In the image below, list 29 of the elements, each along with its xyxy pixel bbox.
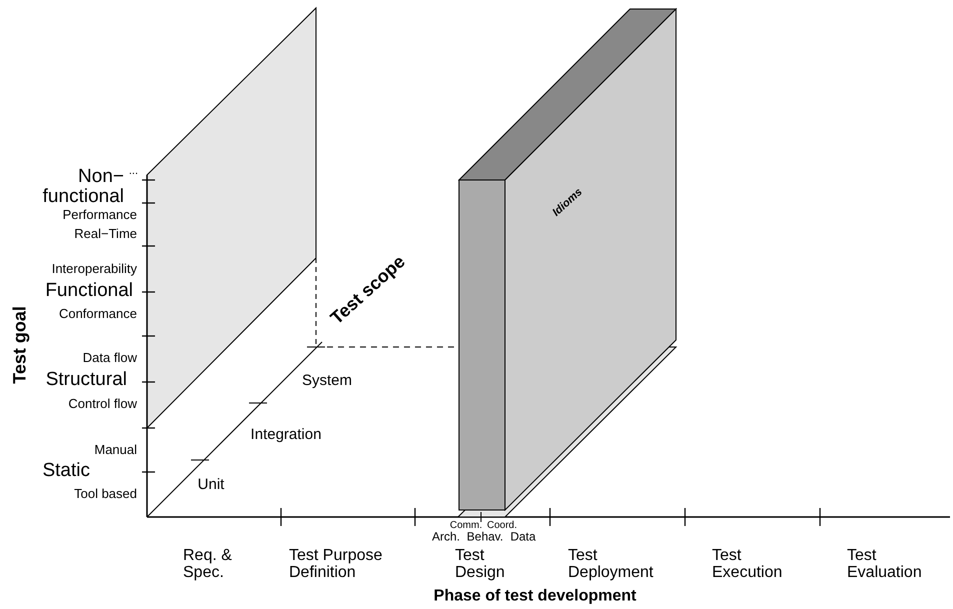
axis-title: Phase of test development [434, 588, 636, 606]
tick-label: Control flow [68, 397, 137, 411]
axis-label: Unit [198, 477, 224, 493]
tick-label: Arch. [432, 530, 460, 544]
tick-label: Tool based [74, 487, 137, 501]
tick-label: Comm. [450, 520, 482, 532]
axis-label: Structural [46, 370, 127, 390]
axis-label: Functional [45, 281, 133, 301]
tick-label: Coord. [487, 520, 517, 532]
tick-label: Manual [94, 443, 137, 457]
axis-label: Non− functional [42, 167, 124, 207]
tick-label: Interoperability [52, 262, 137, 276]
axis-label: Test Execution [712, 548, 784, 582]
tick-label: Performance [62, 208, 137, 222]
tick-label: Real−Time [74, 227, 137, 241]
axis-label: Test Design [455, 548, 506, 582]
axis-label: System [302, 373, 352, 389]
tick-label: Conformance [58, 307, 137, 321]
axis-label: Test Deployment [568, 548, 654, 582]
axis-label: Static [42, 461, 90, 481]
tick-label: ... [128, 166, 138, 178]
axis-title: Test goal [10, 306, 30, 384]
axis-label: Test Purpose Definition [289, 548, 384, 582]
tick-label: Data [510, 530, 536, 544]
tick-label: Data flow [82, 351, 137, 365]
tick-label: Behav. [466, 530, 504, 544]
axis-label: Test Evaluation [847, 548, 923, 582]
axis-label: Integration [250, 427, 322, 443]
axis-label: Req. & Spec. [183, 548, 233, 582]
